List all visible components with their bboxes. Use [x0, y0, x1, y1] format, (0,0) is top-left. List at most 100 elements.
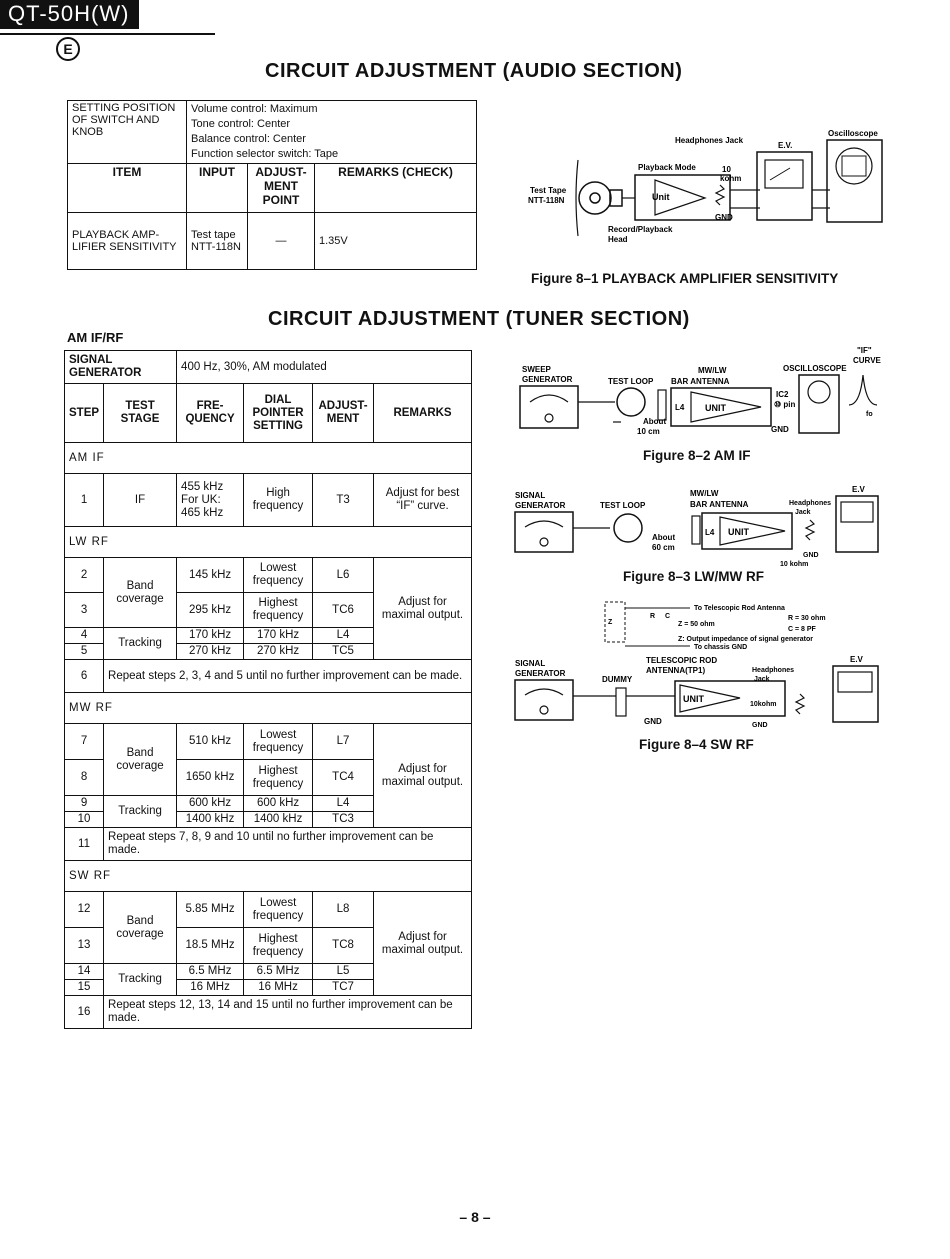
fig2-if-curve — [848, 374, 878, 406]
dial-cell: Highest frequency — [243, 592, 314, 628]
table-row: 9 Tracking 600 kHz 600 kHz L4 — [63, 795, 472, 828]
step-cell: 4 — [63, 627, 105, 644]
dial-cell: Highest frequency — [243, 927, 314, 964]
table-row: 1 IF 455 kHz For UK: 465 kHz High freque… — [63, 473, 472, 527]
fig3-resistor — [804, 519, 816, 541]
step-cell: 16 — [63, 995, 105, 1029]
fig2-l4: L4 — [675, 403, 685, 412]
fig4-z-symbol: Z — [608, 619, 613, 626]
fig3-bar-antenna — [691, 515, 701, 545]
fig1-osc-grid — [841, 155, 867, 177]
table-row: 3 295 kHz Highest frequency TC6 — [63, 592, 472, 628]
fig4-sg2: GENERATOR — [515, 669, 566, 678]
fig3-amp — [719, 516, 786, 546]
dial-cell: Lowest frequency — [243, 557, 314, 593]
fig2-unit: UNIT — [705, 403, 726, 413]
adj-cell: T3 — [312, 473, 375, 527]
freq-cell: 5.85 MHz — [176, 891, 245, 928]
fig3-sg-box — [514, 511, 574, 553]
fig2-fo: fo — [866, 411, 873, 418]
tuner-header-row: STEP TEST STAGE FRE-QUENCY DIAL POINTER … — [63, 383, 472, 443]
dial-cell: High frequency — [243, 473, 314, 527]
adj-cell: TC4 — [312, 759, 375, 796]
table-row: 2 Band coverage 145 kHz Lowest frequency… — [63, 557, 472, 660]
repeat-cell: Repeat steps 12, 13, 14 and 15 until no … — [103, 995, 472, 1029]
setting-tone: Tone control: Center — [191, 118, 291, 130]
fig3-kohm: 10 kohm — [780, 561, 808, 568]
fig1-test-tape: Test Tape — [530, 186, 567, 195]
col-adj: ADJUST-MENT — [312, 383, 375, 443]
figure-8-1-caption: Figure 8–1 PLAYBACK AMPLIFIER SENSITIVIT… — [531, 271, 839, 286]
step-cell: 6 — [63, 659, 105, 693]
fig3-sg2: GENERATOR — [515, 501, 566, 510]
fig2-sweep1: SWEEP — [522, 365, 552, 374]
fig4-r-symbol: R — [650, 613, 655, 620]
section-lw-rf-label: LW RF — [64, 526, 472, 558]
step-cell: 2 — [63, 557, 105, 593]
step-cell: 3 — [63, 592, 105, 628]
fig4-sg-box — [514, 679, 574, 721]
tracking-cell: Tracking — [103, 795, 178, 828]
repeat-cell: Repeat steps 7, 8, 9 and 10 until no fur… — [103, 827, 472, 861]
col-step: STEP — [63, 383, 105, 443]
band-coverage-cell: Band coverage — [103, 723, 178, 796]
fig2-dist: 10 cm — [637, 427, 660, 436]
tuner-table: SIGNAL GENERATOR 400 Hz, 30%, AM modulat… — [63, 350, 472, 1029]
fig1-ev-needle — [769, 167, 791, 181]
fig2-sweep-dial — [529, 394, 569, 403]
fig2-pin: ⑩ pin — [774, 400, 796, 409]
dial-cell: 6.5 MHz — [243, 963, 314, 980]
fig3-sg-knob — [539, 537, 549, 547]
fig4-hp1: Headphones — [752, 667, 794, 674]
fig4-tel1: TELESCOPIC ROD — [646, 656, 717, 665]
figure-8-3-caption: Figure 8–3 LW/MW RF — [623, 569, 765, 584]
fig3-sg-dial — [524, 520, 564, 528]
freq-cell: 455 kHz For UK: 465 kHz — [176, 473, 245, 527]
col-remarks: REMARKS — [373, 383, 472, 443]
fig2-osc: OSCILLOSCOPE — [783, 364, 847, 373]
setting-label: SETTING POSITION OF SWITCH AND KNOB — [67, 100, 187, 164]
dial-cell: 170 kHz — [243, 627, 314, 644]
table-row: 12 Band coverage 5.85 MHz Lowest frequen… — [63, 891, 472, 996]
fig4-sg-dashed — [604, 601, 626, 643]
fig2-about: About — [643, 417, 666, 426]
fig1-resistor: 10 — [722, 165, 731, 174]
dial-cell: 600 kHz — [243, 795, 314, 812]
tracking-cell: Tracking — [103, 627, 178, 660]
sg-value: 400 Hz, 30%, AM modulated — [176, 350, 472, 384]
row-remarks: 1.35V — [314, 212, 477, 270]
fig1-playback-mode: Playback Mode — [638, 163, 696, 172]
remarks-cell: Adjust for maximal output. — [373, 723, 472, 828]
tuner-title: CIRCUIT ADJUSTMENT (TUNER SECTION) — [268, 308, 690, 330]
step-cell: 8 — [63, 759, 105, 796]
freq-cell: 16 MHz — [176, 979, 245, 996]
playback-row: PLAYBACK AMP-LIFIER SENSITIVITY Test tap… — [67, 212, 477, 270]
step-cell: 14 — [63, 963, 105, 980]
stage-cell: IF — [103, 473, 178, 527]
fig4-sg-dial — [524, 688, 564, 696]
fig1-resistor-unit: kohm — [720, 174, 741, 183]
freq-cell: 145 kHz — [176, 557, 245, 593]
col-input: INPUT — [186, 163, 248, 213]
step-cell: 9 — [63, 795, 105, 812]
adj-cell: L8 — [312, 891, 375, 928]
fig1-head-label1: Record/Playback — [608, 225, 673, 234]
step-cell: 11 — [63, 827, 105, 861]
fig1-osc-box — [826, 139, 883, 223]
step-cell: 5 — [63, 643, 105, 660]
fig2-bar-antenna — [657, 389, 667, 421]
step-cell: 13 — [63, 927, 105, 964]
fig4-kohm: 10kohm — [750, 701, 776, 708]
table-row: 16 Repeat steps 12, 13, 14 and 15 until … — [63, 995, 472, 1029]
tuner-subtitle: AM IF/RF — [67, 330, 124, 345]
fig4-ev-meter — [837, 671, 873, 693]
fig4-r: R = 30 ohm — [788, 615, 826, 622]
figure-8-4-caption: Figure 8–4 SW RF — [639, 737, 754, 752]
freq-cell: 18.5 MHz — [176, 927, 245, 964]
col-dial: DIAL POINTER SETTING — [243, 383, 314, 443]
freq-cell: 270 kHz — [176, 643, 245, 660]
fig2-osc-screen — [807, 380, 831, 404]
figure-8-2-diagram: SWEEP GENERATOR TEST LOOP MW/LW BAR ANTE… — [519, 346, 882, 436]
fig4-unit: UNIT — [683, 694, 704, 704]
dial-cell: Lowest frequency — [243, 891, 314, 928]
